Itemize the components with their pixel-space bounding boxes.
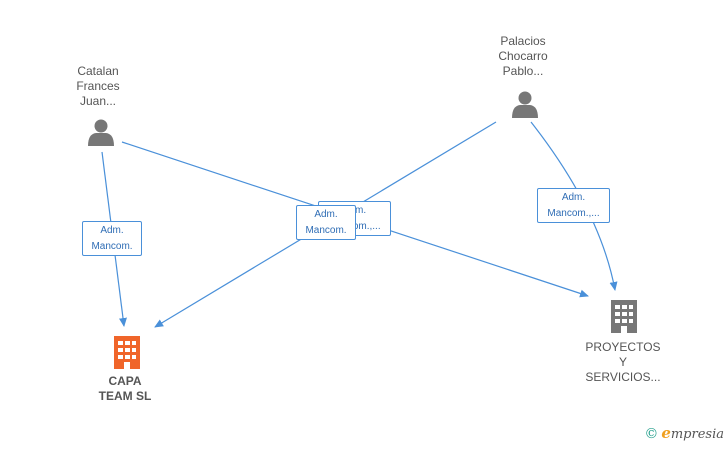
company-label[interactable]: PROYECTOS Y SERVICIOS... [585, 340, 661, 384]
edge-role-label: Adm. Mancom. [82, 221, 142, 256]
company-label[interactable]: CAPA TEAM SL [98, 374, 152, 403]
brand-logo: ©empresia [644, 424, 724, 442]
edge-role-label: Adm. Mancom. [296, 205, 356, 240]
copyright-icon: © [644, 426, 659, 442]
building-icon[interactable] [114, 336, 140, 369]
person-label[interactable]: Palacios Chocarro Pablo... [498, 34, 548, 78]
edge-role-label: Adm. Mancom.,... [537, 188, 610, 223]
person-icon[interactable] [512, 91, 538, 119]
brand-name: mpresia [670, 427, 724, 442]
brand-initial: e [661, 424, 671, 442]
person-label[interactable]: Catalan Frances Juan... [76, 64, 120, 108]
building-icon[interactable] [611, 300, 637, 333]
person-icon[interactable] [88, 119, 114, 147]
